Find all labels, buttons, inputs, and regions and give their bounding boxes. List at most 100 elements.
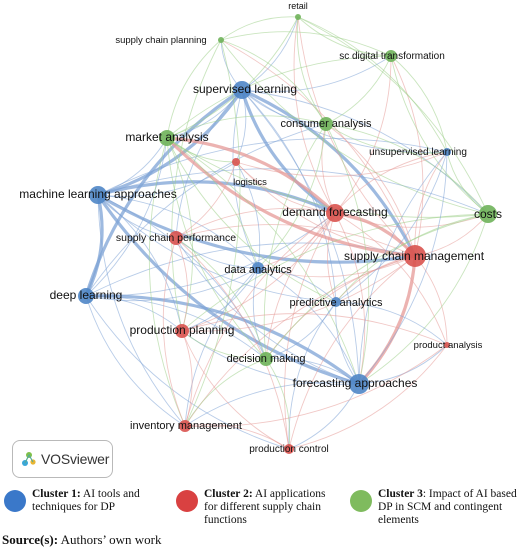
link-mla-fa (96, 194, 360, 386)
link-sl-scperf (175, 89, 243, 239)
node-label-fa: forecasting approaches (293, 376, 418, 390)
link-retail-ul (297, 16, 448, 153)
node-scperf (169, 231, 183, 245)
link-df-im (184, 212, 336, 427)
node-pp (175, 324, 189, 338)
link-scm-ma (165, 136, 416, 258)
link-ma-scdt (166, 55, 392, 139)
link-costs-retail (297, 16, 489, 215)
legend-item-cluster-2: Cluster 2: AI applications for different… (176, 488, 346, 527)
link-dm-im (184, 358, 267, 427)
link-costs-pp (181, 213, 489, 332)
link-da-pp (181, 267, 259, 332)
link-sl-costs (241, 89, 489, 215)
node-label-ul: unsupervised learning (369, 147, 467, 158)
link-scm-ul (414, 151, 448, 257)
source-note: Source(s): Authors’ own work (2, 532, 161, 548)
link-df-pp (181, 212, 336, 332)
link-scp-pp (171, 39, 222, 332)
source-label: Source(s): (2, 532, 59, 547)
node-label-scp: supply chain planning (115, 35, 206, 46)
link-scm-pc (288, 255, 416, 450)
link-ul-fa (358, 151, 448, 385)
node-da (252, 262, 264, 274)
legend-line1-cluster-2: AI applications (252, 488, 326, 500)
node-label-dm: decision making (227, 353, 306, 365)
legend-line1-cluster-3: : Impact of AI based (422, 488, 517, 500)
link-pa-dm (265, 301, 337, 360)
legend-title-cluster-1: Cluster 1: (32, 488, 81, 500)
link-pa-prodan (335, 301, 448, 346)
link-ma-fa (166, 137, 360, 385)
link-im-scperf (162, 237, 186, 427)
node-im (179, 420, 191, 432)
link-fa-im (184, 381, 360, 427)
link-costs-scdt (390, 55, 489, 215)
link-fa-da (257, 267, 360, 385)
node-label-dl: deep learning (50, 288, 123, 302)
link-ca-costs (325, 123, 489, 215)
node-label-mla: machine learning approaches (19, 187, 176, 201)
link-retail-scp (220, 16, 299, 41)
link-dl-ca (85, 123, 327, 297)
node-scm (404, 245, 426, 267)
link-log-scperf (175, 161, 237, 239)
cluster-legend: Cluster 1: AI tools and techniques for D… (0, 488, 520, 528)
link-costs-scp (220, 39, 489, 215)
legend-line2-cluster-3: DP in SCM and contingent (378, 501, 503, 513)
link-ma-pa (166, 137, 337, 303)
link-costs-pa (335, 213, 489, 303)
link-dl-pc (85, 295, 290, 450)
link-sl-pa (241, 89, 337, 303)
link-sl-ma (166, 89, 243, 139)
link-df-scperf (175, 208, 336, 239)
link-mla-dl (84, 194, 104, 297)
legend-title-cluster-3: Cluster 3 (378, 488, 423, 500)
link-dl-df (85, 212, 336, 297)
link-mla-ma (97, 137, 168, 196)
link-df-ma (166, 136, 337, 215)
node-label-scperf: supply chain performance (116, 232, 236, 244)
link-scm-im (184, 255, 416, 427)
link-scm-scperf (175, 224, 416, 257)
node-label-prodan: product analysis (414, 340, 483, 351)
node-ca (319, 117, 333, 131)
node-retail (295, 14, 301, 20)
link-costs-dm (265, 213, 489, 360)
legend-line2-cluster-2: for different supply chain (204, 501, 321, 513)
node-label-costs: costs (474, 207, 502, 221)
link-scm-scdt (390, 55, 424, 257)
link-ca-scdt (325, 55, 392, 125)
link-dl-fa (85, 294, 360, 386)
link-df-pc (284, 212, 336, 450)
link-dm-scperf (175, 237, 267, 360)
link-dl-dm (85, 295, 267, 360)
legend-line2-cluster-1: techniques for DP (32, 501, 116, 513)
node-scp (218, 37, 224, 43)
node-label-im: inventory management (130, 420, 242, 432)
node-fa (349, 374, 369, 394)
link-mla-dm (97, 194, 267, 360)
node-label-da: data analytics (224, 264, 292, 276)
link-dm-pc (265, 358, 291, 450)
legend-text-cluster-1: Cluster 1: AI tools and techniques for D… (32, 488, 140, 514)
node-label-df: demand forecasting (282, 205, 387, 219)
legend-item-cluster-3: Cluster 3: Impact of AI based DP in SCM … (350, 488, 518, 527)
node-sl (233, 81, 251, 99)
link-fa-pa (335, 301, 360, 385)
link-mla-costs (97, 168, 489, 215)
link-pa-pc (288, 301, 337, 450)
node-pc (284, 444, 294, 454)
link-ma-pp (166, 137, 194, 332)
node-label-scm: supply chain management (344, 249, 485, 263)
link-pc-prodan (288, 344, 448, 450)
node-dm (259, 352, 273, 366)
link-dm-pp (181, 330, 267, 360)
link-dl-im (85, 295, 186, 427)
node-label-pp: production planning (130, 323, 235, 337)
legend-line3-cluster-3: elements (378, 514, 419, 526)
legend-line3-cluster-2: functions (204, 514, 247, 526)
node-log (232, 158, 240, 166)
link-da-pa (257, 267, 337, 303)
node-ma (159, 130, 175, 146)
